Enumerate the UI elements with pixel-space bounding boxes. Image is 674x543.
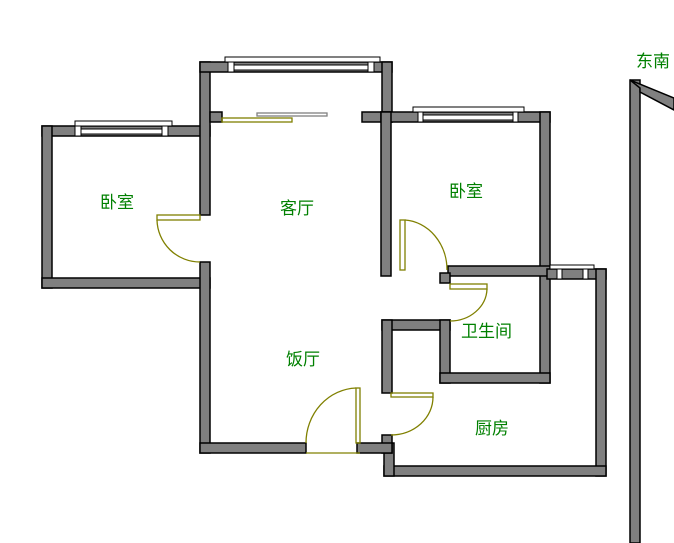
door-bathroom: [449, 283, 488, 322]
label-bedroom-left: 卧室: [100, 193, 134, 213]
label-living-room: 客厅: [280, 199, 314, 219]
room-labels: 卧室 客厅 卧室 卫生间 饭厅 厨房 东南: [100, 52, 670, 439]
label-bedroom-right: 卧室: [449, 182, 483, 202]
door-bedroom-left: [156, 214, 201, 263]
door-bedroom-right: [399, 219, 448, 271]
doors: [156, 112, 488, 454]
label-dining-room: 饭厅: [286, 350, 320, 370]
label-kitchen: 厨房: [475, 419, 509, 439]
windows: [74, 56, 595, 280]
sliding-door: [256, 112, 328, 117]
door-kitchen: [390, 392, 434, 436]
door-entrance: [305, 387, 361, 454]
label-orientation: 东南: [636, 52, 670, 72]
label-bathroom: 卫生间: [461, 322, 512, 342]
sliding-door: [221, 117, 293, 123]
